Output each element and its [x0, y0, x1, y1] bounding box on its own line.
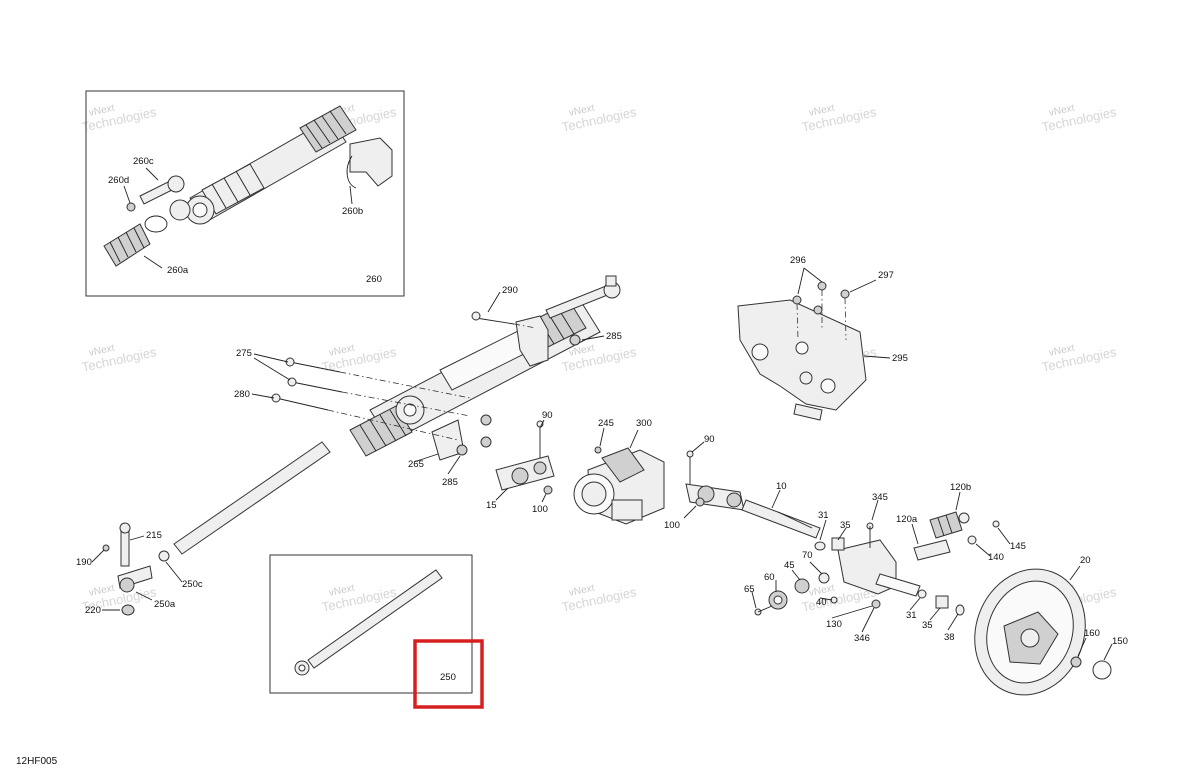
- steering-rack-assembly: [271, 275, 621, 461]
- callout-275: 275: [236, 348, 252, 359]
- bellows-icon: [929, 511, 963, 539]
- callout-285: 285: [606, 331, 622, 342]
- callout-60: 60: [764, 572, 775, 583]
- callout-250c: 250c: [182, 579, 203, 590]
- boot-icon: [103, 223, 151, 267]
- eps-motor-300: [573, 446, 665, 525]
- watermark-text: vNext: [808, 103, 836, 119]
- watermark-text: vNext: [88, 343, 116, 359]
- inset-box-260: 260c 260d 260a 260b 260: [85, 90, 405, 297]
- bellows-icon: [299, 105, 357, 153]
- bracket-icon: [346, 137, 393, 189]
- callout-245: 245: [598, 418, 614, 429]
- callout-130: 130: [826, 619, 842, 630]
- callout-345: 345: [872, 492, 888, 503]
- callout-35: 35: [840, 520, 851, 531]
- watermark-text: vNext: [88, 103, 116, 119]
- watermark-text: vNext: [568, 583, 596, 599]
- inset-label-260: 260: [366, 274, 382, 285]
- callout-65: 65: [744, 584, 755, 595]
- callout-31: 31: [906, 610, 917, 621]
- inset-label-250: 250: [440, 672, 456, 683]
- callout-260a: 260a: [167, 265, 189, 276]
- callout-35: 35: [922, 620, 933, 631]
- column-small-parts: [754, 572, 965, 616]
- watermark-text: vNext: [328, 583, 356, 599]
- callout-90: 90: [542, 410, 553, 421]
- highlight-box-250[interactable]: [413, 639, 484, 709]
- watermark-text: vNext: [1048, 103, 1076, 119]
- callout-346: 346: [854, 633, 870, 644]
- watermark-text: vNext: [328, 343, 356, 359]
- callout-190: 190: [76, 557, 92, 568]
- callout-285: 285: [442, 477, 458, 488]
- callout-160: 160: [1084, 628, 1100, 639]
- callout-70: 70: [802, 550, 813, 561]
- callout-300: 300: [636, 418, 652, 429]
- callout-295: 295: [892, 353, 908, 364]
- callout-220: 220: [85, 605, 101, 616]
- callout-40: 40: [816, 597, 827, 608]
- callout-140: 140: [988, 552, 1004, 563]
- callout-31: 31: [818, 510, 829, 521]
- callout-297: 297: [878, 270, 894, 281]
- callout-90: 90: [704, 434, 715, 445]
- callout-280: 280: [234, 389, 250, 400]
- u-joint-15: [495, 420, 555, 495]
- tie-rod-end-parts: [102, 522, 170, 616]
- callout-150: 150: [1112, 636, 1128, 647]
- watermark-text: vNext: [568, 103, 596, 119]
- callout-10: 10: [776, 481, 787, 492]
- callout-260b: 260b: [342, 206, 363, 217]
- column-bracket-295: [737, 281, 867, 421]
- callout-260d: 260d: [108, 175, 129, 186]
- watermark-text: vNext: [568, 343, 596, 359]
- callout-100: 100: [664, 520, 680, 531]
- callout-145: 145: [1010, 541, 1026, 552]
- callout-290: 290: [502, 285, 518, 296]
- callout-265: 265: [408, 459, 424, 470]
- callout-15: 15: [486, 500, 497, 511]
- steering-wheel-20: [974, 568, 1112, 696]
- long-shaft: [173, 441, 331, 555]
- watermark-text: vNext: [1048, 343, 1076, 359]
- watermark-text: vNext: [808, 583, 836, 599]
- callout-120a: 120a: [896, 514, 918, 525]
- tilt-mechanism: [814, 511, 1000, 597]
- callout-20: 20: [1080, 555, 1091, 566]
- watermark-text: vNext: [88, 583, 116, 599]
- callout-215: 215: [146, 530, 162, 541]
- steering-shaft-10: [741, 499, 821, 539]
- u-joint-upper: [685, 450, 745, 511]
- callout-38: 38: [944, 632, 955, 643]
- callout-45: 45: [784, 560, 795, 571]
- callout-120b: 120b: [950, 482, 971, 493]
- bellows-icon: [349, 405, 413, 457]
- callout-296: 296: [790, 255, 806, 266]
- inset-box-250: 250: [269, 554, 473, 694]
- diagram-reference-code: 12HF005: [16, 756, 58, 767]
- callout-250a: 250a: [154, 599, 176, 610]
- callout-260c: 260c: [133, 156, 154, 167]
- callout-100: 100: [532, 504, 548, 515]
